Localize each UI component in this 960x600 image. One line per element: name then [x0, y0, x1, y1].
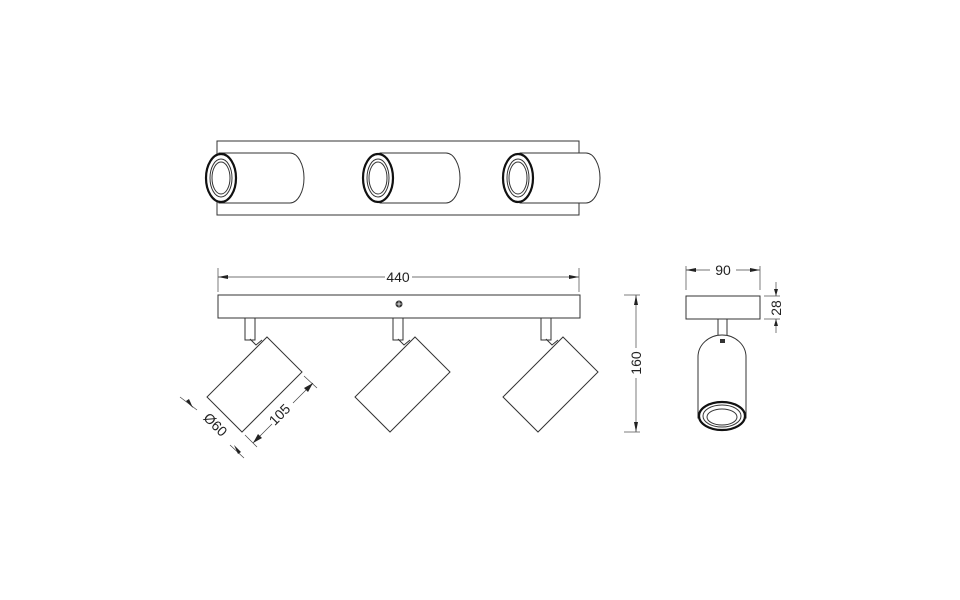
- top-view-spot-2: [361, 152, 461, 204]
- dimension-height: 160: [624, 294, 644, 433]
- arm-2: [392, 317, 404, 341]
- length-label: 440: [386, 269, 410, 285]
- front-view-spot-1: [206, 336, 303, 433]
- front-view-spot-2: [354, 336, 451, 433]
- front-view-spot-3: [502, 336, 599, 433]
- side-view-spot-body: [697, 334, 747, 419]
- dimension-base-thickness: 28: [764, 282, 784, 333]
- front-view: 440: [179, 268, 644, 459]
- top-view-spot-1: [204, 152, 305, 204]
- side-view-lens: [697, 400, 747, 432]
- arm-3: [540, 317, 552, 341]
- base-thickness-label: 28: [768, 300, 784, 316]
- top-view: [204, 140, 601, 216]
- top-view-spot-3: [501, 152, 601, 204]
- height-label: 160: [628, 351, 644, 375]
- pivot-screw: [720, 339, 725, 343]
- mounting-screw-icon: [395, 300, 403, 308]
- side-view: 90 28: [685, 262, 784, 432]
- dimension-base-width: 90: [685, 262, 761, 290]
- dimension-length: 440: [217, 268, 580, 292]
- arm-1: [244, 317, 256, 341]
- side-view-base: [685, 295, 761, 320]
- base-width-label: 90: [715, 262, 731, 278]
